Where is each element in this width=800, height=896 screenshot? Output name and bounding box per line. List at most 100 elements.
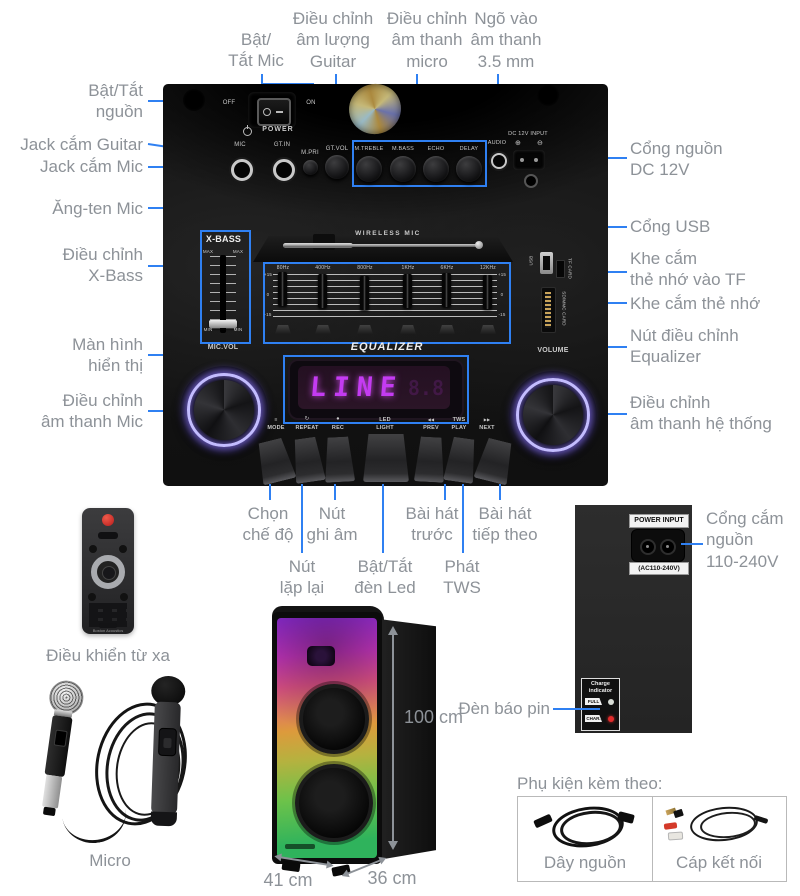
mic-label: Micro bbox=[89, 851, 131, 870]
remote-control: Boston Acoustics bbox=[82, 508, 134, 634]
speaker-brand-strip bbox=[285, 844, 315, 849]
mode-key bbox=[253, 437, 296, 486]
accessory-label-aux-cable: Cáp kết nối bbox=[676, 853, 762, 872]
accessory-cell-aux-cable: Cáp kết nối bbox=[652, 797, 786, 881]
callout-guitar-volume: Điều chỉnh âm lượng Guitar bbox=[292, 9, 374, 71]
next-icon: ▶▶ bbox=[483, 417, 491, 422]
power-cord-plug bbox=[533, 813, 553, 829]
eq-freq-12k: 12KHz bbox=[479, 265, 496, 271]
rocker-dash-mark bbox=[276, 111, 283, 113]
accessories-table: Dây nguồn Cáp kết nối bbox=[517, 796, 787, 882]
wireless-mic-cap bbox=[150, 811, 178, 827]
callout-guitar-jack: Jack cắm Guitar bbox=[20, 135, 143, 154]
gtvol-knob bbox=[325, 155, 349, 179]
display-box bbox=[283, 355, 469, 424]
xbass-thumb bbox=[209, 320, 237, 328]
callout-tf-slot: Khe cắm thẻ nhớ vào TF bbox=[630, 249, 746, 290]
eq-scale-zero-right: 0 bbox=[500, 292, 504, 297]
gtvol-label: GT.VOL bbox=[325, 146, 349, 152]
eq-freq-800: 800Hz bbox=[357, 265, 373, 271]
prev-key bbox=[414, 436, 446, 483]
dc-pin bbox=[520, 158, 524, 162]
power-icon-line bbox=[247, 125, 248, 129]
power-input-label: POWER INPUT bbox=[629, 514, 689, 528]
eq-scale-minus-right: -15 bbox=[498, 312, 506, 317]
eq-rows bbox=[273, 274, 497, 320]
next-key bbox=[473, 437, 516, 486]
mic-volume-knob-ring bbox=[187, 373, 261, 447]
accessory-cell-power-cord: Dây nguồn bbox=[518, 797, 653, 881]
speaker-front bbox=[272, 612, 382, 864]
callout-usb-port: Cổng USB bbox=[630, 217, 711, 236]
tws-play-label-2: PLAY bbox=[451, 425, 467, 431]
callout-line bbox=[462, 484, 464, 553]
eq-slider-base bbox=[357, 325, 373, 334]
wireless-mic-panel bbox=[158, 727, 177, 757]
power-switch bbox=[248, 92, 296, 128]
hologram-sticker bbox=[343, 78, 407, 140]
power-input-panel: POWER INPUT (AC110-240V) Charge indicato… bbox=[575, 505, 692, 733]
mbass-knob bbox=[390, 156, 416, 182]
ac-pin bbox=[646, 545, 649, 548]
remote-mode-button bbox=[98, 532, 118, 539]
tf-card-slot bbox=[556, 260, 565, 278]
callout-power-onoff: Bật/Tắt nguồn bbox=[88, 81, 143, 122]
usb-slot bbox=[543, 256, 550, 270]
display-bezel: LINE 8.8 bbox=[288, 359, 464, 420]
callout-mic-jack: Jack cắm Mic bbox=[40, 157, 143, 176]
callout-line bbox=[334, 484, 336, 500]
char-tag: CHAR. bbox=[585, 715, 602, 722]
xbass-max-left: MAX bbox=[202, 249, 214, 254]
xbass-max-right: MAX bbox=[232, 249, 244, 254]
eq-slider-base bbox=[275, 325, 291, 334]
eq-slider bbox=[318, 274, 327, 308]
callout-line bbox=[444, 484, 446, 500]
ac-voltage-label: (AC110-240V) bbox=[629, 562, 689, 575]
eq-slider bbox=[360, 276, 369, 310]
arrow-line bbox=[392, 632, 394, 844]
dc-jack bbox=[524, 174, 538, 188]
remote-button bbox=[89, 545, 97, 553]
xbass-min-left: MIN bbox=[203, 327, 213, 332]
arrow-head-left bbox=[273, 852, 282, 862]
callout-line bbox=[261, 74, 263, 84]
sd-card-slot bbox=[541, 287, 556, 333]
dimension-height: 100 cm bbox=[404, 707, 464, 727]
charge-indicator: Charge indicator FULL CHAR. bbox=[581, 678, 620, 731]
mic-tip bbox=[42, 806, 56, 817]
callout-prev-song: Bài hát trước bbox=[405, 504, 459, 545]
ac-socket bbox=[631, 529, 685, 562]
callout-mic-volume: Điều chỉnh âm thanh Mic bbox=[40, 391, 143, 432]
eq-scale-minus-left: -15 bbox=[264, 312, 272, 317]
rec-key bbox=[323, 436, 355, 483]
speaker-side-panel bbox=[378, 618, 436, 860]
system-volume-knob bbox=[509, 371, 597, 459]
guitar-jack-label: GT.IN bbox=[273, 142, 291, 148]
callout-line bbox=[301, 484, 303, 553]
callout-repeat: Nút lặp lại bbox=[279, 557, 325, 598]
equalizer-box bbox=[263, 262, 511, 344]
mic-switch bbox=[53, 729, 68, 748]
xbass-box bbox=[200, 230, 251, 344]
callout-system-volume: Điều chỉnh âm thanh hệ thống bbox=[630, 393, 772, 434]
callout-mic-onoff: Bật/ Tắt Mic bbox=[228, 30, 284, 71]
dimension-depth: 36 cm bbox=[367, 868, 417, 888]
mtreble-knob bbox=[356, 156, 382, 182]
dc-pin bbox=[534, 158, 538, 162]
screw-hole bbox=[537, 84, 559, 106]
callout-ac-socket: Cổng cắm nguồn 110-240V bbox=[706, 509, 784, 571]
rec-icon: ● bbox=[336, 416, 340, 422]
guitar-jack bbox=[273, 159, 295, 181]
usb-port-label: USB bbox=[528, 255, 534, 266]
callout-tws-play: Phát TWS bbox=[443, 557, 481, 598]
speaker-grille bbox=[277, 618, 377, 858]
tf-card-label: TF CARD bbox=[567, 258, 573, 279]
led-light-key bbox=[363, 434, 409, 482]
switch-on-label: ON bbox=[306, 100, 316, 106]
remote-button bbox=[120, 593, 128, 601]
callout-sd-slot: Khe cắm thẻ nhớ bbox=[630, 294, 761, 313]
xbass-title: X-BASS bbox=[205, 234, 242, 244]
callout-mode-select: Chọn chế độ bbox=[242, 504, 294, 545]
antenna-rod bbox=[283, 244, 479, 247]
system-volume-knob-ring bbox=[516, 378, 590, 452]
